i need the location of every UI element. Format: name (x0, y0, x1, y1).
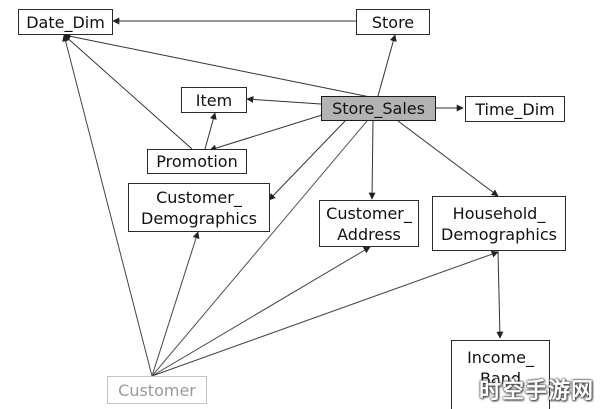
edge-customer-to-customer-address (151, 246, 371, 377)
edge-store-sales-to-item (246, 95, 322, 105)
edge-store-sales-to-date-dim (63, 32, 371, 98)
edge-store-sales-to-promotion (209, 114, 323, 152)
node-item: Item (181, 87, 247, 113)
edge-store-sales-to-customer (151, 120, 368, 377)
edge-customer-to-household-demographics (151, 250, 499, 377)
edge-customer-to-date-dim (62, 34, 153, 377)
node-promotion: Promotion (147, 149, 247, 174)
node-time-dim: Time_Dim (465, 96, 565, 122)
node-customer-demographics: Customer_ Demographics (128, 183, 270, 232)
node-income-band: Income_ Band (451, 340, 550, 409)
edge-store-sales-to-customer-demographics (268, 120, 346, 201)
node-household-demographics: Household_ Demographics (432, 196, 566, 251)
edge-store-sales-to-customer-address (368, 120, 376, 200)
edge-customer-to-customer-demographics (151, 231, 200, 377)
edge-household-demographics-to-income-band (496, 250, 504, 339)
edge-store-sales-to-store (377, 34, 397, 97)
node-date-dim: Date_Dim (18, 9, 113, 35)
income-band-label: Income_ Band (467, 348, 534, 388)
edge-promotion-to-date-dim (63, 34, 193, 150)
edge-store-sales-to-household-demographics (397, 120, 499, 197)
node-store-sales: Store_Sales (321, 96, 436, 121)
edge-promotion-to-item (204, 112, 217, 150)
node-customer-address: Customer_ Address (319, 200, 419, 247)
watermark-logo: 时空手游网 (478, 379, 594, 404)
node-customer: Customer (107, 376, 207, 404)
node-store: Store (356, 9, 430, 35)
